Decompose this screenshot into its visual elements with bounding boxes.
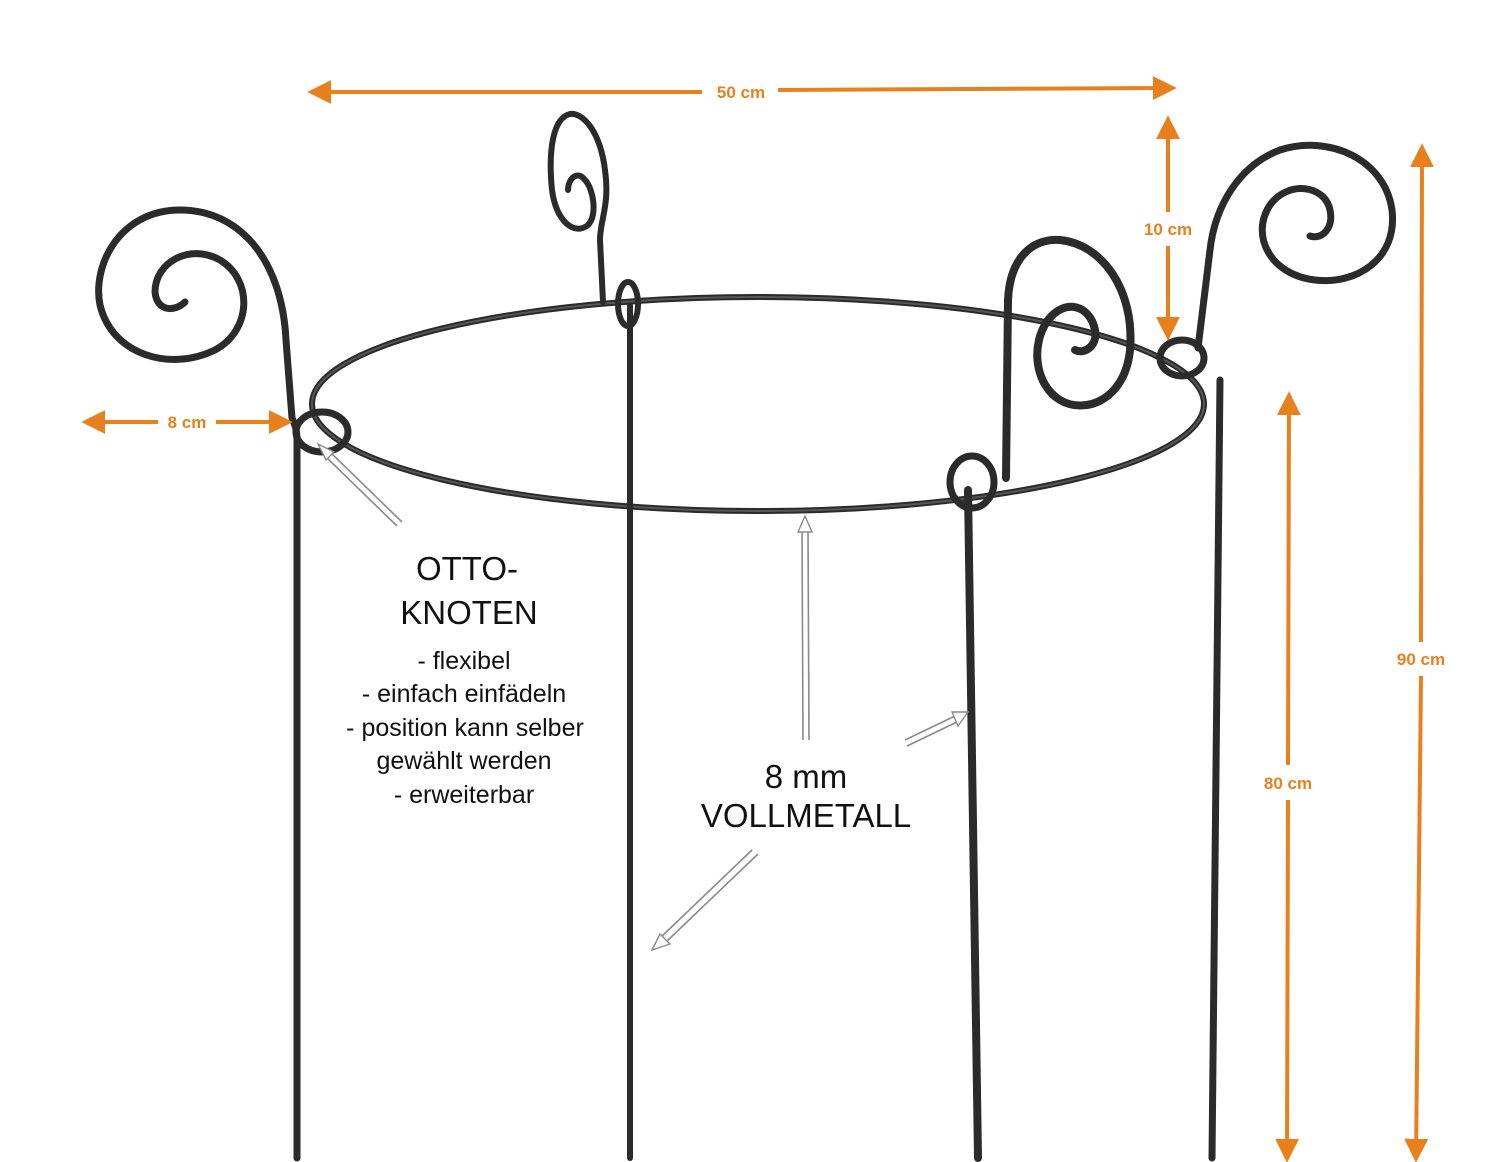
dimension-width: 50 cm [307, 76, 1177, 104]
leg-right [1156, 141, 1397, 1162]
label-total-height: 90 cm [1397, 650, 1445, 669]
otto-knot-back [615, 279, 641, 329]
plant-support-frame [95, 110, 1397, 1162]
dimension-loop-offset: 8 cm [81, 410, 293, 434]
material-annotation: 8 mm VOLLMETALL [701, 758, 911, 834]
dimension-spiral-height: 10 cm [1144, 115, 1192, 341]
pointer-knot [316, 442, 403, 527]
pointer-ring [796, 514, 814, 741]
knot-feature-4: gewählt werden [376, 747, 551, 775]
label-leg-height: 80 cm [1264, 774, 1312, 793]
knot-title-line2: KNOTEN [400, 594, 538, 631]
material-line1: 8 mm [765, 758, 848, 795]
spiral-front-right [1002, 235, 1135, 482]
dimension-leg-height: 80 cm [1264, 391, 1312, 1162]
knot-feature-5: - erweiterbar [394, 781, 534, 809]
dimension-total-height: 90 cm [1397, 143, 1445, 1162]
otto-knot-front-right [946, 452, 998, 512]
leg-back [547, 110, 641, 1161]
knot-feature-1: - flexibel [417, 647, 510, 675]
label-spiral-height: 10 cm [1144, 220, 1192, 239]
knot-feature-2: - einfach einfädeln [362, 680, 566, 708]
leg-left [95, 206, 352, 1162]
label-loop-offset: 8 cm [168, 413, 207, 432]
leg-front-right [946, 235, 1135, 1162]
knot-title-line1: OTTO- [416, 550, 518, 587]
spiral-right [1194, 141, 1397, 352]
knot-feature-3: - position kann selber [346, 714, 584, 742]
pointer-leg-right [904, 711, 970, 747]
label-width: 50 cm [717, 83, 765, 102]
spiral-back [547, 110, 610, 305]
otto-knot-annotation: OTTO- KNOTEN - flexibel - einfach einfäd… [346, 550, 584, 809]
pointer-leg-back [650, 849, 759, 952]
material-line2: VOLLMETALL [701, 797, 911, 834]
otto-knot-right [1156, 336, 1208, 380]
spiral-left [95, 206, 290, 363]
